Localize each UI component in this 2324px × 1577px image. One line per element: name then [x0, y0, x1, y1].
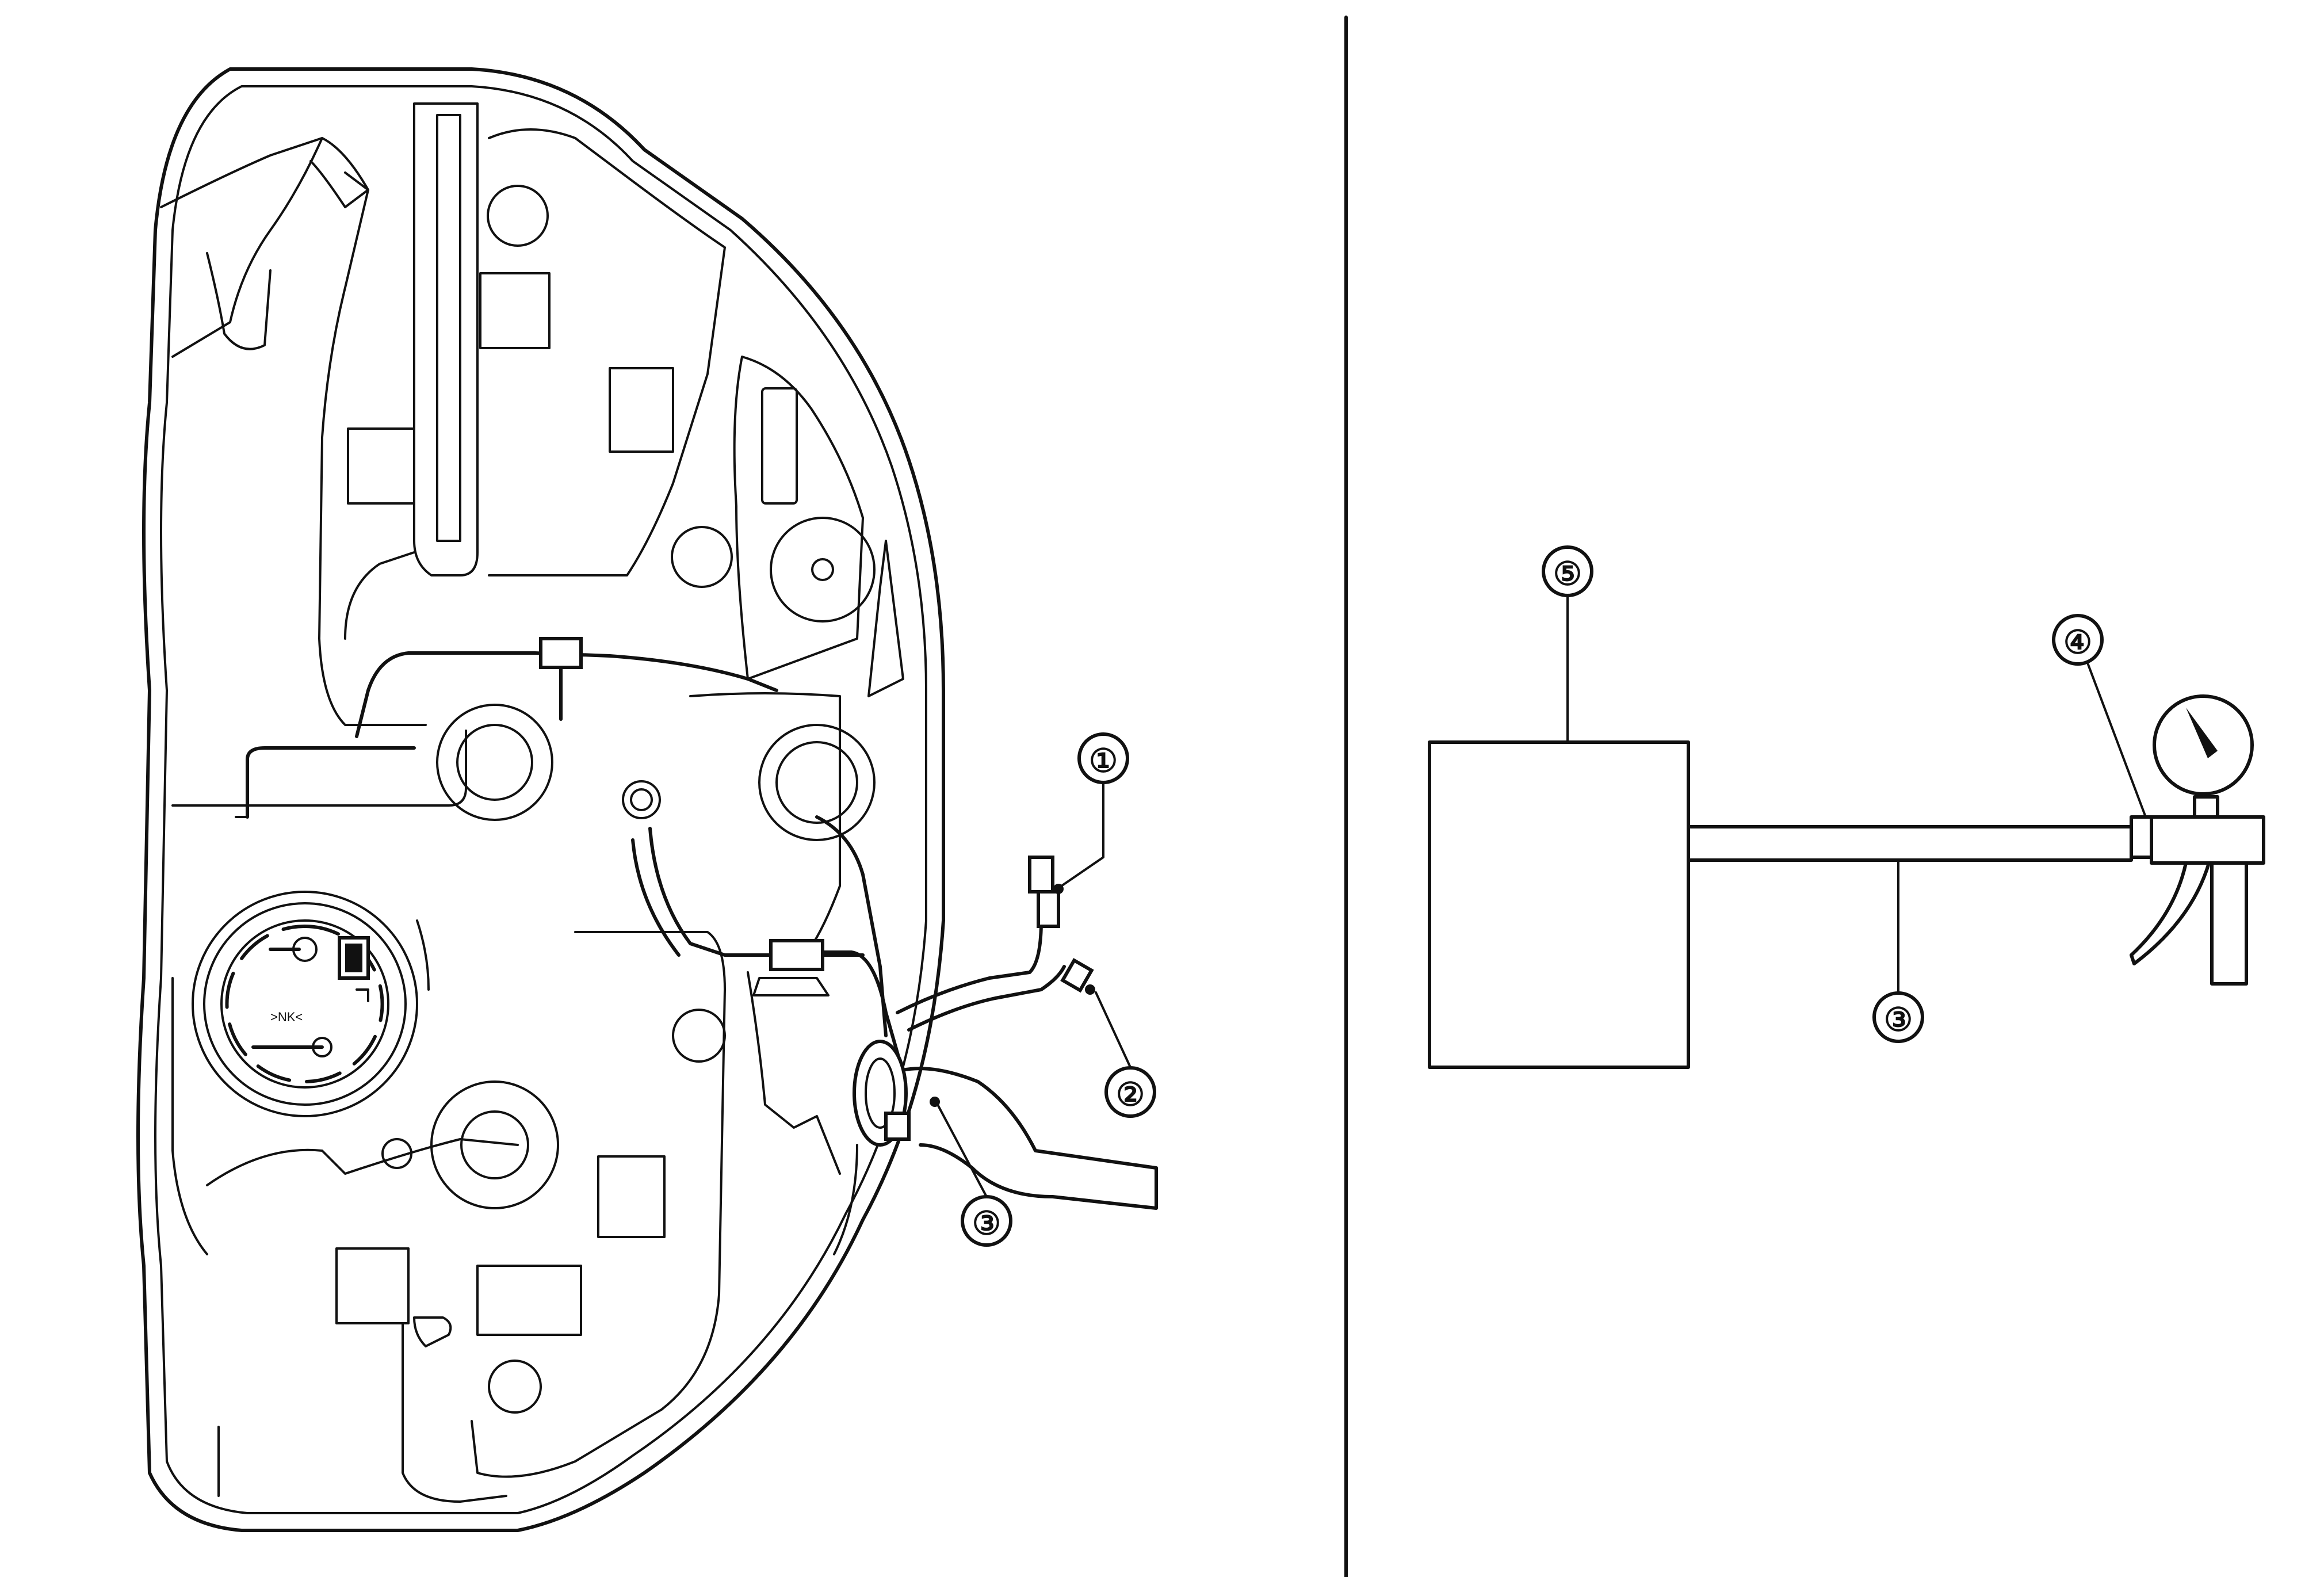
svg-text:③: ③: [972, 1205, 1001, 1242]
callout-2: ②: [1104, 1066, 1156, 1118]
adapter-body: [2150, 815, 2265, 865]
callout-3-tank: ③: [961, 1195, 1012, 1247]
leak-test-setup: [1428, 694, 2265, 1069]
callout-3-setup: ③: [1872, 991, 1924, 1043]
svg-text:>NK<: >NK<: [270, 1010, 303, 1024]
svg-text:①: ①: [1089, 743, 1118, 779]
svg-text:④: ④: [2063, 624, 2092, 660]
fuel-tank: >NK<: [136, 67, 1158, 1532]
svg-text:②: ②: [1116, 1076, 1145, 1113]
callout-4: ④: [2052, 614, 2104, 666]
fuel-pump-assembly: >NK<: [192, 891, 430, 1117]
pressure-gauge-icon: [2153, 694, 2254, 796]
svg-text:③: ③: [1884, 1002, 1913, 1038]
tester-unit: [1428, 740, 1690, 1069]
callout-1: ①: [1077, 732, 1129, 784]
svg-text:⑤: ⑤: [1553, 556, 1582, 592]
leader-lines: [937, 594, 2147, 1198]
test-hose: [1687, 825, 2133, 862]
adapter: [2130, 815, 2153, 859]
callout-5: ⑤: [1542, 545, 1593, 597]
